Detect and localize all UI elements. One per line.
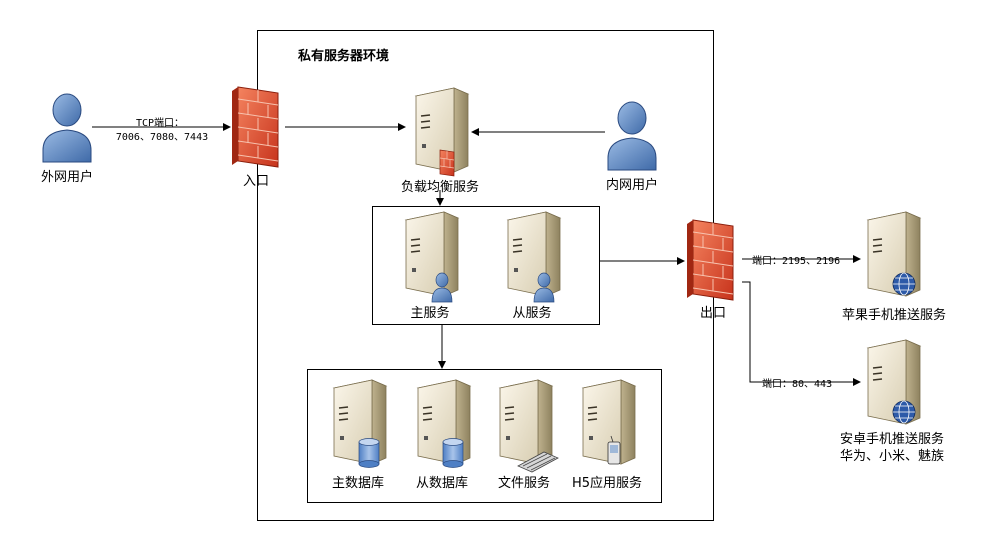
internal-user-label: 内网用户: [605, 178, 658, 193]
android-push-label-line1: 安卓手机推送服务: [839, 432, 944, 447]
h5-app-server-label: H5应用服务: [571, 476, 643, 491]
secondary-server-label: 从服务: [512, 306, 552, 321]
main-server-icon: [404, 211, 460, 303]
app-server-group: [372, 206, 600, 325]
load-balancer-server-icon: [414, 87, 470, 177]
entry-firewall-icon: [232, 86, 279, 168]
external-user-icon: [42, 93, 92, 163]
exit-firewall-label: 出口: [699, 306, 726, 321]
android-push-server-icon: [866, 339, 922, 425]
tcp-ports-line1: TCP端口：: [135, 118, 185, 129]
apple-push-server-icon: [866, 211, 922, 297]
secondary-database-label: 从数据库: [415, 476, 468, 491]
secondary-server-icon: [506, 211, 562, 303]
main-database-label: 主数据库: [331, 476, 384, 491]
apple-port-label: 端口：2195、2196: [752, 256, 841, 267]
external-user-label: 外网用户: [40, 170, 93, 185]
h5-app-server-icon: [581, 379, 637, 465]
load-balancer-label: 负载均衡服务: [400, 180, 479, 195]
data-server-group: [307, 369, 662, 503]
internal-user-icon: [607, 101, 657, 171]
main-database-server-icon: [332, 379, 388, 468]
tcp-ports-line2: 7006、7080、7443: [115, 132, 209, 143]
environment-title: 私有服务器环境: [298, 49, 390, 64]
android-push-label-line2: 华为、小米、魅族: [839, 449, 944, 464]
apple-push-label: 苹果手机推送服务: [841, 308, 946, 323]
secondary-database-server-icon: [416, 379, 472, 468]
android-port-label: 端口：80、443: [762, 379, 833, 390]
main-server-label: 主服务: [410, 306, 450, 321]
exit-firewall-icon: [687, 219, 734, 301]
file-server-icon: [498, 379, 559, 473]
file-server-label: 文件服务: [497, 476, 550, 491]
entry-firewall-label: 入口: [242, 174, 269, 189]
